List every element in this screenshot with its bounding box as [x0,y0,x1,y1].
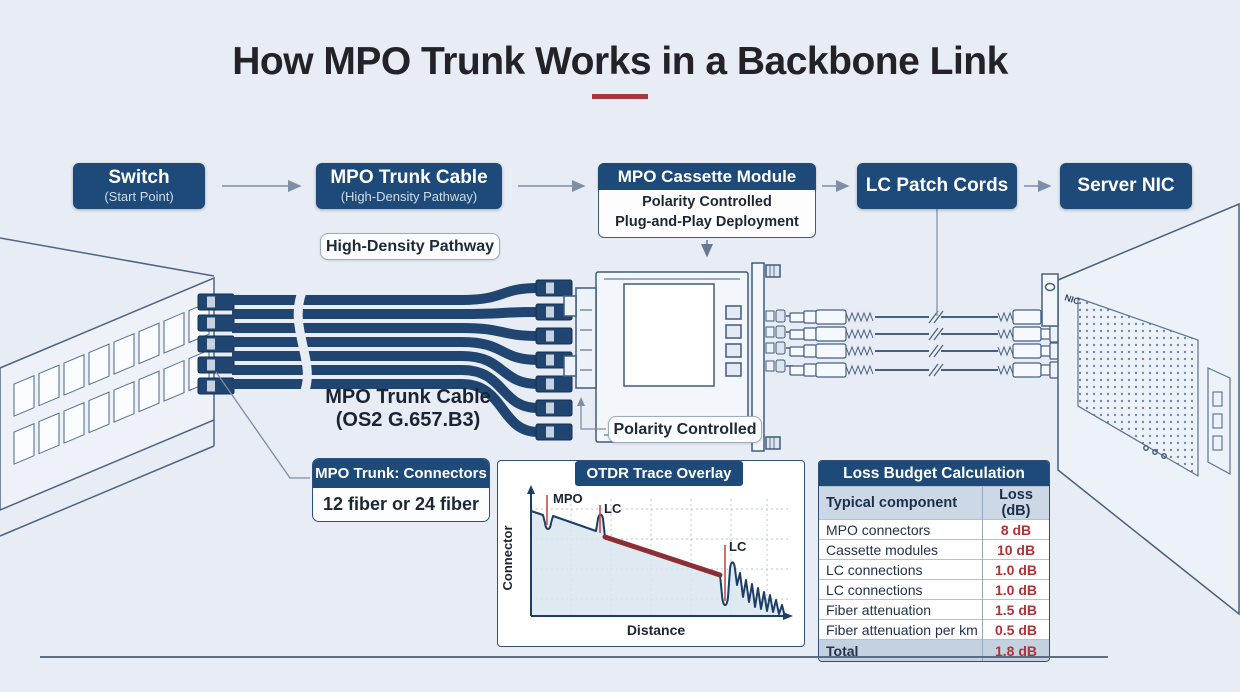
highlighted-span-line [602,534,723,578]
component-cell: LC connections [819,579,983,600]
connectors-callout-header: MPO Trunk: Connectors [313,459,489,488]
component-cell: Fiber attenuation per km [819,619,983,640]
total-label-cell: Total [819,639,983,661]
loss-cell: 10 dB [982,539,1049,560]
loss-budget-title: Loss Budget Calculation [819,461,1049,486]
trace-line [530,510,785,615]
loss-cell: 8 dB [982,519,1049,540]
flow-node-patch-cords: LC Patch Cords [857,163,1017,209]
lc-adapters [765,309,793,373]
event-marker-lines [546,495,726,601]
event-label-lc1: LC [604,501,622,516]
trunk-cable-illustration [232,279,573,441]
component-cell: Fiber attenuation [819,599,983,620]
y-axis-label: Connector [500,526,515,591]
switch-illustration [0,237,310,537]
otdr-chart-title: OTDR Trace Overlay [575,461,743,486]
trace-fill [531,511,784,616]
total-value-cell: 1.8 dB [982,639,1049,661]
component-cell: LC connections [819,559,983,580]
nic-label: NIC [1063,292,1081,306]
loss-cell: 1.0 dB [982,579,1049,600]
connector-callout-line [215,371,310,479]
node-label: LC Patch Cords [865,174,1009,196]
page-title: How MPO Trunk Works in a Backbone Link [232,40,1008,83]
node-label: MPO Cassette Module [598,163,816,190]
x-axis-arrow-icon [783,612,793,620]
node-label: Server NIC [1077,174,1175,196]
polarity-callout-line [577,397,606,430]
polarity-controlled-label: Polarity Controlled [608,416,762,443]
node-sublabel: (Start Point) [104,189,174,205]
otdr-chart-plot: MPO LC LC Connector Distance [500,485,793,638]
node-sublabel: Polarity Controlled Plug-and-Play Deploy… [598,190,816,239]
table-header-row: Typical component Loss (dB) [819,486,1049,520]
cassette-subline-2: Plug-and-Play Deployment [615,213,799,230]
loss-cell: 0.5 dB [982,619,1049,640]
high-density-pathway-label: High-Density Pathway [320,233,500,260]
node-label: MPO Trunk Cable [330,166,488,188]
y-axis-arrow-icon [527,485,535,494]
cable-break-mark [293,290,312,398]
column-header-component: Typical component [819,486,983,520]
mpo-trunk-connectors-callout: MPO Trunk: Connectors 12 fiber or 24 fib… [312,458,490,522]
trunk-caption-line2: (OS2 G.657.B3) [335,409,481,431]
event-label-lc2: LC [729,539,747,554]
flow-node-switch: Switch (Start Point) [73,163,205,209]
cassette-subline-1: Polarity Controlled [642,194,772,210]
title-underline [592,94,648,99]
node-sublabel: (High-Density Pathway) [340,189,478,205]
flow-node-server-nic: Server NIC [1060,163,1192,209]
otdr-chart-panel: OTDR Trace Overlay MPO LC LC Connector [497,460,805,647]
connectors-callout-body: 12 fiber or 24 fiber [322,494,480,514]
loss-cell: 1.5 dB [982,599,1049,620]
component-cell: Cassette modules [819,539,983,560]
trunk-cable-caption: MPO Trunk Cable (OS2 G.657.B3) [298,386,518,432]
event-label-mpo: MPO [553,491,583,506]
mpo-connectors-at-switch [197,293,235,395]
x-axis-label: Distance [627,622,686,638]
chart-axes [530,491,786,617]
cassette-module-illustration [563,262,793,452]
bottom-divider [40,656,1108,658]
patch-cords-illustration [789,209,1084,379]
server-illustration: NIC [1041,202,1240,616]
trunk-caption-line1: MPO Trunk Cable [325,386,491,408]
component-cell: MPO connectors [819,519,983,540]
flow-node-cassette-module: MPO Cassette Module Polarity Controlled … [598,163,816,239]
flow-node-trunk-cable: MPO Trunk Cable (High-Density Pathway) [316,163,502,209]
node-label: Switch [108,166,170,188]
mpo-connectors-at-cassette [535,279,573,441]
loss-budget-table: Loss Budget Calculation Typical componen… [818,460,1050,662]
loss-cell: 1.0 dB [982,559,1049,580]
column-header-loss: Loss (dB) [982,486,1049,520]
